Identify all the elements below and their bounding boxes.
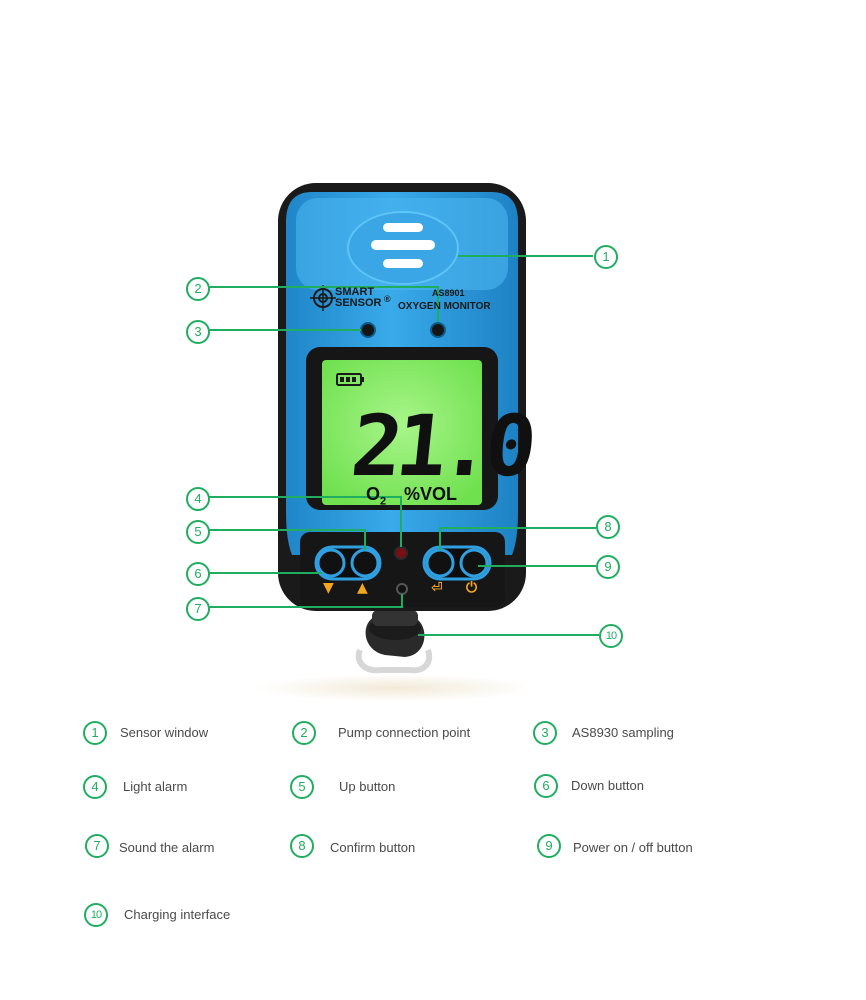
power-button[interactable] — [459, 548, 489, 578]
sound-alarm-buzzer — [396, 583, 408, 595]
legend-number: 10 — [84, 903, 108, 927]
light-alarm-led — [394, 546, 408, 560]
down-button[interactable] — [316, 548, 346, 578]
callout-1: 1 — [594, 245, 618, 269]
battery-icon — [336, 373, 364, 386]
up-arrow-icon: ▲ — [357, 580, 368, 596]
sensor-window — [347, 211, 459, 285]
leader-line-5 — [208, 529, 366, 550]
legend-number: 4 — [83, 775, 107, 799]
gas-label: O2 — [366, 484, 387, 508]
model-label: AS8901 — [432, 288, 465, 298]
legend-text: Sound the alarm — [119, 840, 215, 855]
brand-line-2: SENSOR — [335, 297, 382, 309]
charging-cap — [355, 610, 432, 674]
callout-4: 4 — [186, 487, 210, 511]
brand-registered-mark: ® — [384, 294, 391, 304]
callout-8: 8 — [596, 515, 620, 539]
product-name-label: OXYGEN MONITOR — [398, 301, 491, 312]
legend-number: 1 — [83, 721, 107, 745]
callout-7: 7 — [186, 597, 210, 621]
legend-number: 3 — [533, 721, 557, 745]
callout-6: 6 — [186, 562, 210, 586]
enter-icon: ⏎ — [431, 580, 443, 596]
callout-9: 9 — [596, 555, 620, 579]
brand-line-1: SMART — [335, 286, 375, 298]
legend-text: Up button — [339, 779, 396, 794]
gas-subscript: 2 — [380, 495, 387, 508]
leader-line-4 — [208, 496, 402, 547]
legend-number: 9 — [537, 834, 561, 858]
callout-10: 10 — [599, 624, 623, 648]
legend-number: 5 — [290, 775, 314, 799]
brand-logo-icon — [310, 285, 336, 311]
oxygen-reading: 21.0 — [346, 397, 536, 495]
legend-number: 8 — [290, 834, 314, 858]
confirm-button[interactable] — [425, 548, 455, 578]
unit-label: %VOL — [404, 484, 458, 504]
up-button[interactable] — [350, 548, 380, 578]
floor-shadow — [255, 674, 535, 702]
legend-number: 6 — [534, 774, 558, 798]
callout-5: 5 — [186, 520, 210, 544]
leader-line-8 — [439, 527, 596, 550]
down-arrow-icon: ▼ — [323, 580, 334, 596]
callout-3: 3 — [186, 320, 210, 344]
pump-port — [430, 322, 446, 338]
legend-number: 7 — [85, 834, 109, 858]
sampling-port — [360, 322, 376, 338]
legend-text: Confirm button — [330, 840, 416, 855]
confirm-power-button-pair — [422, 545, 492, 581]
legend-text: Down button — [571, 778, 644, 793]
leader-line-7 — [208, 594, 403, 608]
callout-2: 2 — [186, 277, 210, 301]
legend-text: Power on / off button — [573, 840, 693, 855]
leader-line-2 — [208, 286, 439, 322]
legend-number: 2 — [292, 721, 316, 745]
power-icon: ⏻ — [466, 580, 478, 596]
legend-text: AS8930 sampling — [572, 725, 674, 740]
lcd-screen — [322, 360, 482, 505]
legend-text: Charging interface — [124, 907, 231, 922]
legend-text: Sensor window — [120, 725, 209, 740]
legend-text: Pump connection point — [338, 725, 471, 740]
legend-text: Light alarm — [123, 779, 188, 794]
down-up-button-pair — [314, 545, 382, 581]
